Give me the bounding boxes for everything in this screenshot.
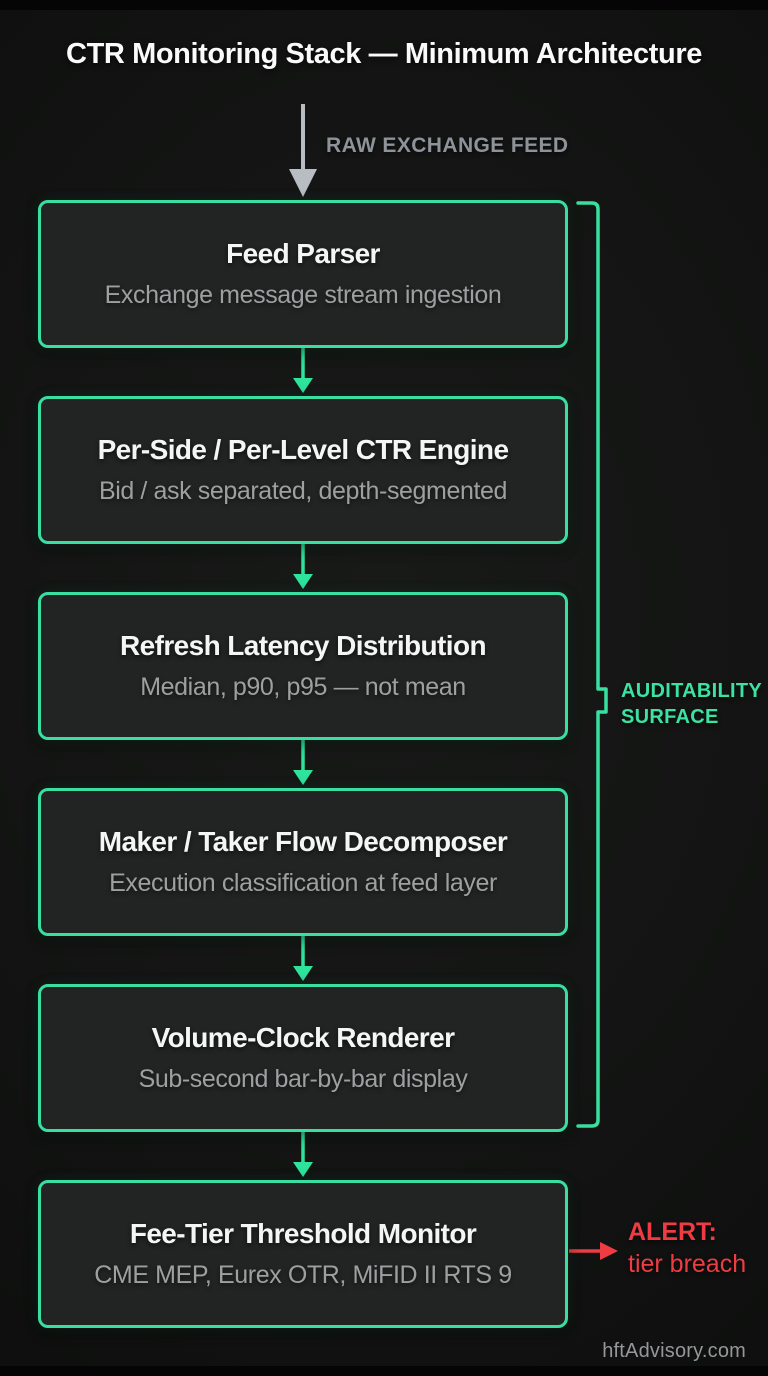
pipeline-down-arrow-icon-5 [293,1132,313,1177]
top-letterbox-bar [0,0,768,10]
node-title: Refresh Latency Distribution [120,630,487,661]
node-subtitle: Exchange message stream ingestion [104,281,502,309]
node-flow-decomposer: Maker / Taker Flow Decomposer Execution … [38,788,568,936]
node-subtitle: CME MEP, Eurex OTR, MiFID II RTS 9 [94,1261,512,1289]
alert-right-arrow-icon [569,1242,618,1260]
auditability-bracket [576,201,608,1128]
node-subtitle: Bid / ask separated, depth-segmented [98,477,508,505]
alert-detail: tier breach [628,1250,747,1278]
node-subtitle: Execution classification at feed layer [109,869,497,897]
node-fee-tier-monitor: Fee-Tier Threshold Monitor CME MEP, Eure… [38,1180,568,1328]
raw-feed-down-arrow-icon [289,104,317,197]
alert-title: ALERT: [628,1218,717,1246]
node-volume-clock-renderer: Volume-Clock Renderer Sub-second bar-by-… [38,984,568,1132]
raw-feed-label: RAW EXCHANGE FEED [326,134,569,157]
auditability-surface-label: AUDITABILITY SURFACE [621,678,762,730]
node-title: Fee-Tier Threshold Monitor [129,1218,477,1249]
node-feed-parser: Feed Parser Exchange message stream inge… [38,200,568,348]
node-subtitle: Sub-second bar-by-bar display [138,1065,468,1093]
node-title: Per-Side / Per-Level CTR Engine [97,434,509,465]
watermark: hftAdvisory.com [602,1340,746,1362]
node-latency-distribution: Refresh Latency Distribution Median, p90… [38,592,568,740]
pipeline-down-arrow-icon-4 [293,936,313,981]
node-subtitle: Median, p90, p95 — not mean [140,673,466,701]
bottom-letterbox-bar [0,1366,768,1376]
node-title: Feed Parser [226,238,380,269]
pipeline-down-arrow-icon-2 [293,544,313,589]
node-ctr-engine: Per-Side / Per-Level CTR Engine Bid / as… [38,396,568,544]
surface-line: SURFACE [621,706,719,728]
alert-label: ALERT: tier breach [628,1216,746,1280]
auditability-line: AUDITABILITY [621,680,762,702]
pipeline-down-arrow-icon-3 [293,740,313,785]
pipeline-down-arrow-icon-1 [293,348,313,393]
page-title: CTR Monitoring Stack — Minimum Architect… [66,38,702,70]
node-title: Volume-Clock Renderer [151,1022,455,1053]
node-title: Maker / Taker Flow Decomposer [98,826,508,857]
